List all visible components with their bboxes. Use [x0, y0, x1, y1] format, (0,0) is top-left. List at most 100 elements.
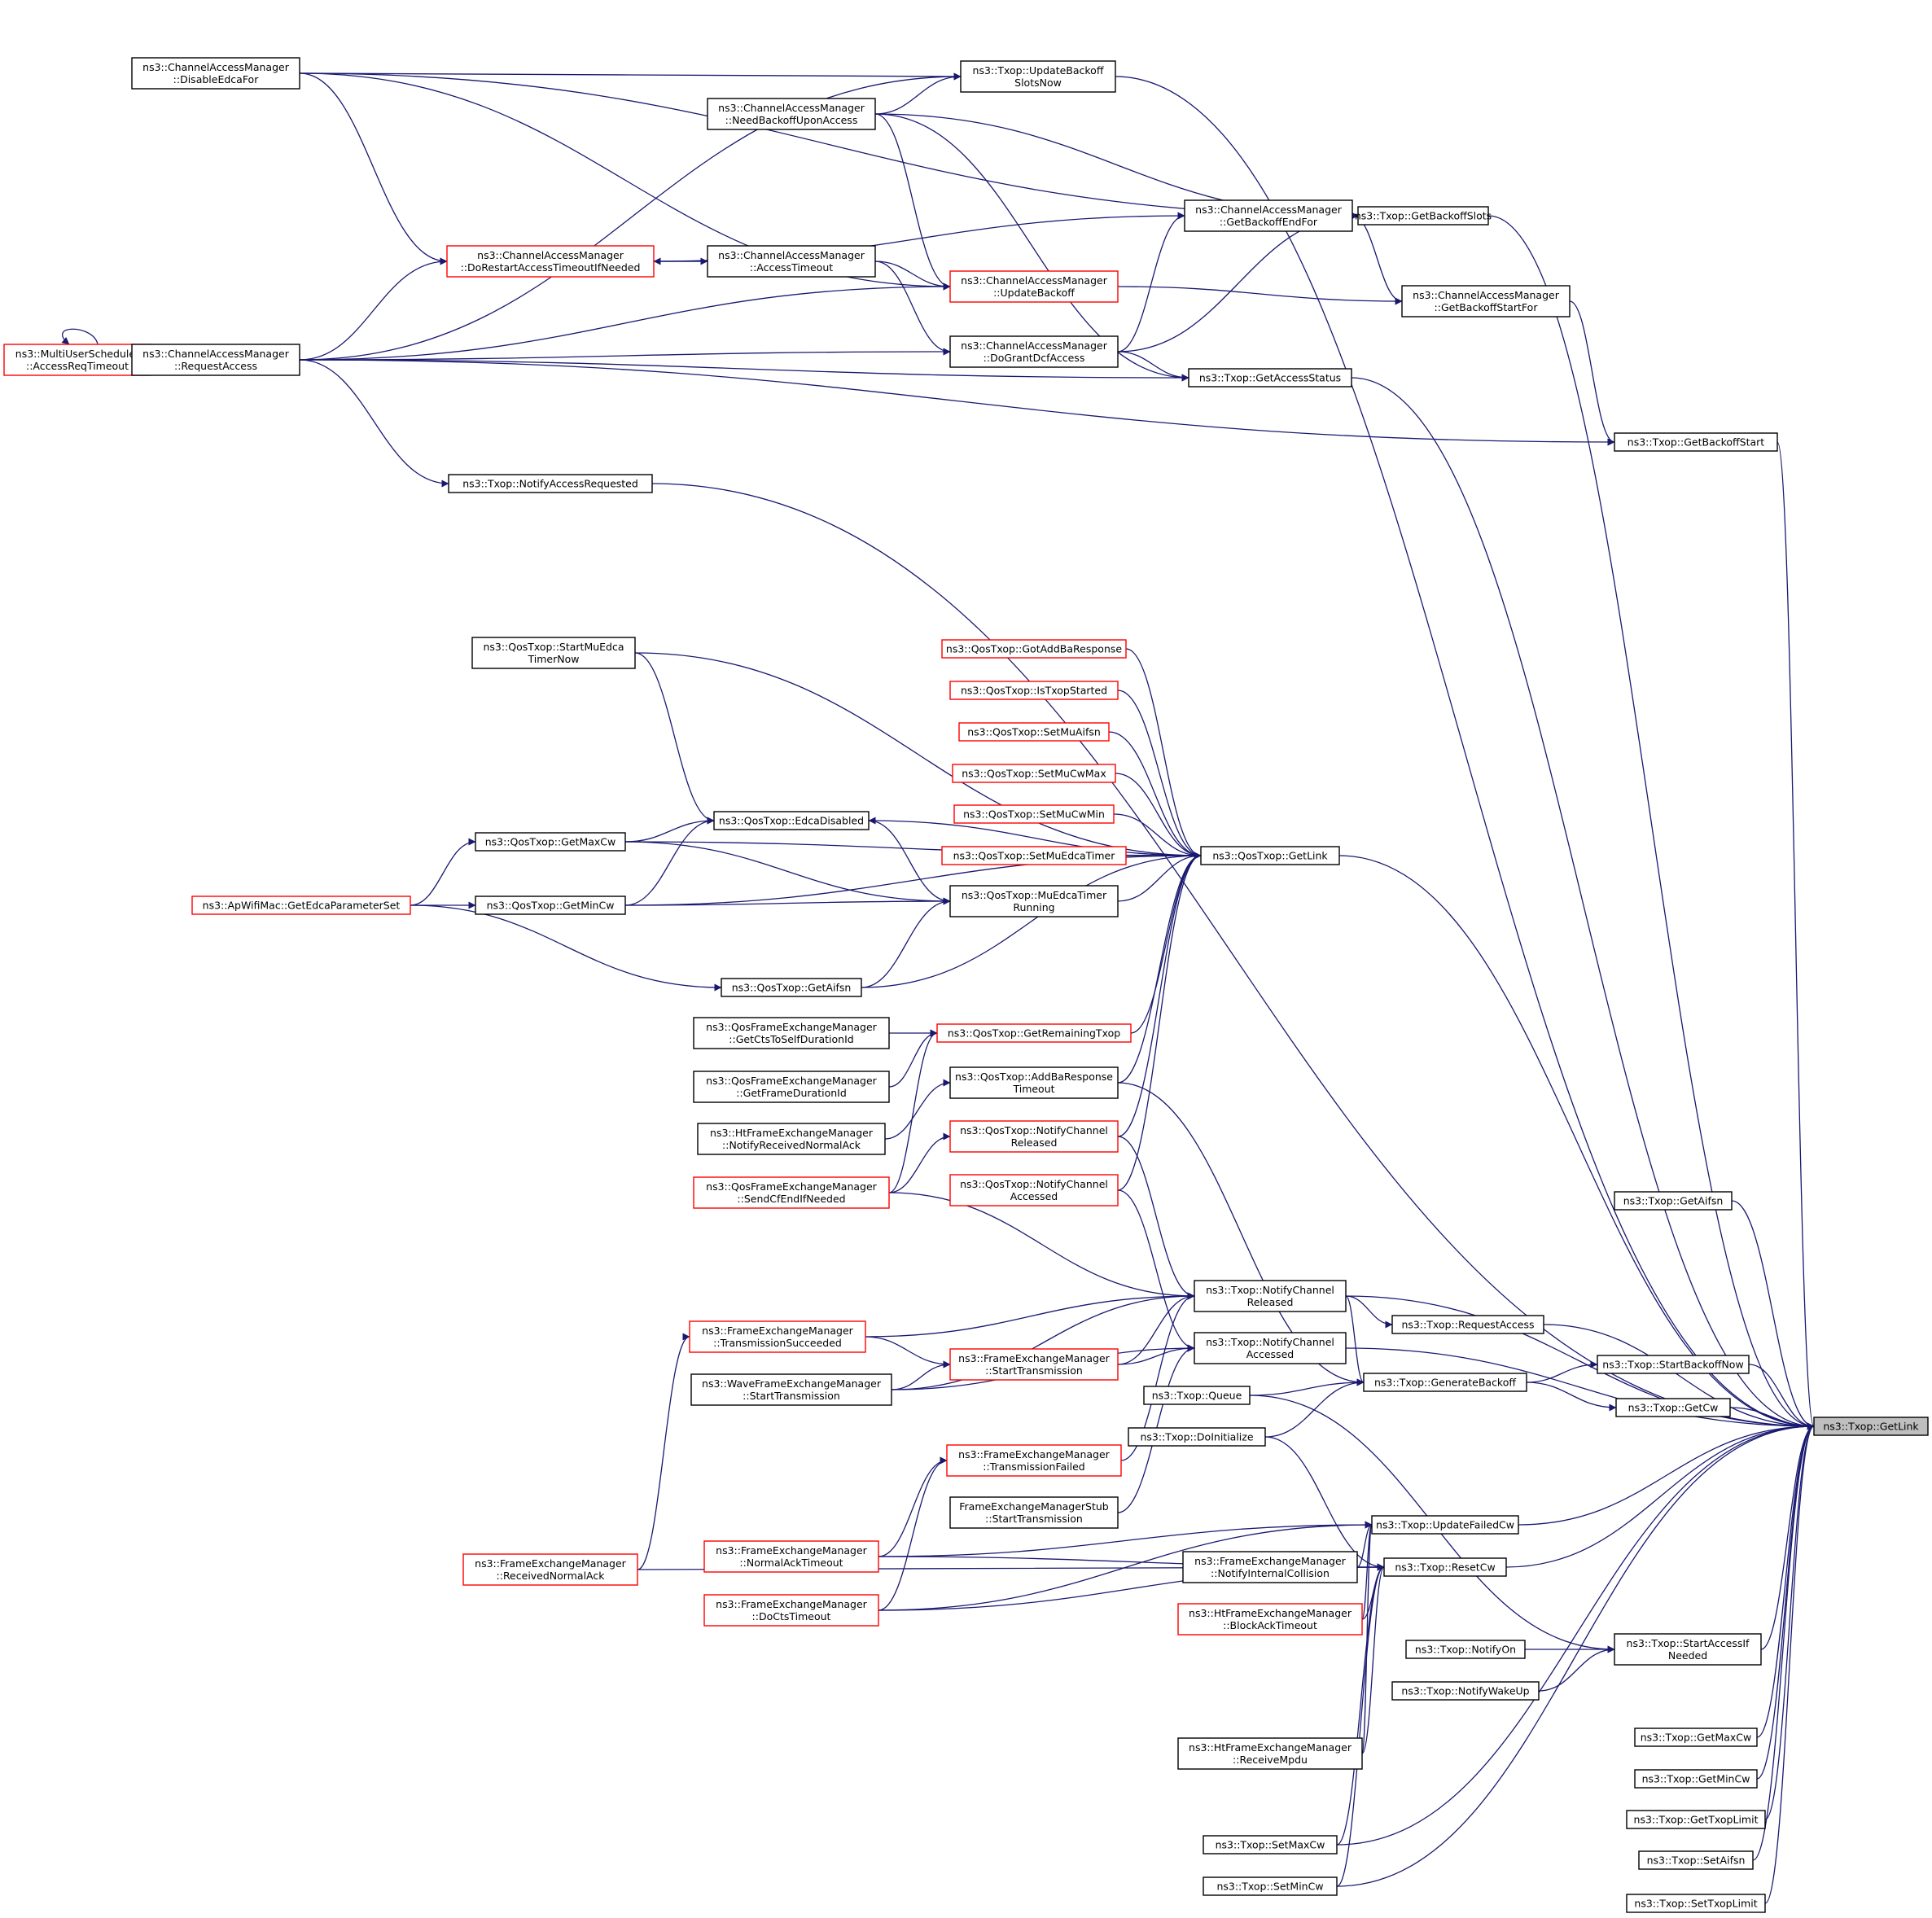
node-gbef[interactable]: ns3::ChannelAccessManager::GetBackoffEnd…	[1184, 199, 1353, 232]
node-trc[interactable]: ns3::Txop::ResetCw	[1383, 1557, 1507, 1577]
node-fts[interactable]: ns3::FrameExchangeManager::TransmissionS…	[689, 1320, 866, 1353]
node-gfd[interactable]: ns3::QosFrameExchangeManager::GetFrameDu…	[693, 1071, 890, 1103]
node-drat[interactable]: ns3::ChannelAccessManager::DoRestartAcce…	[446, 245, 655, 278]
node-label: ns3::Txop::GetLink	[1823, 1421, 1919, 1433]
node-apw[interactable]: ns3::ApWifiMac::GetEdcaParameterSet	[191, 896, 411, 915]
node-dis[interactable]: ns3::ChannelAccessManager::DisableEdcaFo…	[131, 57, 300, 90]
edge-qgl-to-tgl	[1338, 855, 1815, 1430]
node-tga[interactable]: ns3::Txop::GetAifsn	[1614, 1191, 1733, 1211]
node-tgmax[interactable]: ns3::Txop::GetMaxCw	[1634, 1728, 1758, 1747]
node-nbu[interactable]: ns3::ChannelAccessManager::NeedBackoffUp…	[707, 98, 876, 130]
node-qgmin[interactable]: ns3::QosTxop::GetMinCw	[475, 896, 626, 915]
node-ftf[interactable]: ns3::FrameExchangeManager::TransmissionF…	[946, 1444, 1122, 1477]
node-label: ns3::Txop::GetBackoffSlots	[1355, 210, 1492, 222]
node-qga[interactable]: ns3::QosTxop::GetAifsn	[721, 978, 862, 997]
node-tgmin[interactable]: ns3::Txop::GetMinCw	[1634, 1769, 1758, 1789]
node-label: ns3::Txop::GetMaxCw	[1641, 1732, 1752, 1744]
node-smcmax[interactable]: ns3::QosTxop::SetMuCwMax	[952, 764, 1116, 783]
node-smcmin[interactable]: ns3::QosTxop::SetMuCwMin	[953, 804, 1115, 824]
node-label: ns3::HtFrameExchangeManager	[710, 1127, 874, 1139]
node-scfe[interactable]: ns3::QosFrameExchangeManager::SendCfEndI…	[693, 1176, 890, 1209]
node-gbsf[interactable]: ns3::ChannelAccessManager::GetBackoffSta…	[1401, 285, 1571, 317]
node-ra[interactable]: ns3::ChannelAccessManager::RequestAccess	[131, 344, 300, 376]
node-label: Accessed	[1010, 1190, 1058, 1202]
node-fnic[interactable]: ns3::FrameExchangeManager::NotifyInterna…	[1182, 1551, 1358, 1583]
node-hrm[interactable]: ns3::HtFrameExchangeManager::ReceiveMpdu	[1177, 1737, 1363, 1770]
node-tgc[interactable]: ns3::Txop::GetCw	[1615, 1398, 1731, 1417]
edge-ra-to-gbst	[299, 359, 1615, 446]
node-tsmax[interactable]: ns3::Txop::SetMaxCw	[1203, 1835, 1338, 1855]
node-label: ns3::QosTxop::MuEdcaTimer	[962, 889, 1107, 901]
node-ed[interactable]: ns3::QosTxop::EdcaDisabled	[713, 811, 870, 830]
node-hbat[interactable]: ns3::HtFrameExchangeManager::BlockAckTim…	[1177, 1603, 1363, 1636]
node-tno[interactable]: ns3::Txop::NotifyOn	[1405, 1640, 1526, 1659]
node-hnrna[interactable]: ns3::HtFrameExchangeManager::NotifyRecei…	[697, 1123, 886, 1155]
node-dgdca[interactable]: ns3::ChannelAccessManager::DoGrantDcfAcc…	[949, 335, 1119, 368]
node-qgl[interactable]: ns3::QosTxop::GetLink	[1200, 846, 1340, 865]
node-sma[interactable]: ns3::QosTxop::SetMuAifsn	[958, 722, 1110, 742]
edge-ubn-to-tgl	[1115, 76, 1815, 1430]
node-label: ::BlockAckTimeout	[1223, 1619, 1317, 1631]
node-box	[1194, 1332, 1347, 1364]
edge-scfe-to-qncr	[888, 1132, 951, 1193]
node-gabr[interactable]: ns3::QosTxop::GotAddBaResponse	[941, 639, 1127, 659]
node-label: ns3::QosFrameExchangeManager	[706, 1021, 877, 1033]
node-tra[interactable]: ns3::Txop::RequestAccess	[1391, 1315, 1544, 1334]
node-fstub[interactable]: FrameExchangeManagerStub::StartTransmiss…	[949, 1496, 1119, 1529]
node-tsbn[interactable]: ns3::Txop::StartBackoffNow	[1597, 1355, 1750, 1374]
node-its[interactable]: ns3::QosTxop::IsTxopStarted	[949, 681, 1119, 700]
node-mus[interactable]: ns3::MultiUserScheduler::AccessReqTimeou…	[3, 344, 151, 376]
node-gas[interactable]: ns3::Txop::GetAccessStatus	[1188, 368, 1352, 388]
edge-qnca-to-tnca	[1117, 1189, 1195, 1352]
node-nar[interactable]: ns3::Txop::NotifyAccessRequested	[448, 474, 653, 493]
edge-tncr-to-tgb	[1345, 1295, 1365, 1386]
edge-smcmin-to-qgl	[1113, 813, 1202, 860]
node-tgtl[interactable]: ns3::Txop::GetTxopLimit	[1626, 1810, 1766, 1829]
node-gbs[interactable]: ns3::Txop::GetBackoffSlots	[1355, 206, 1492, 226]
node-qgmax[interactable]: ns3::QosTxop::GetMaxCw	[475, 832, 626, 852]
node-tsa[interactable]: ns3::Txop::SetAifsn	[1638, 1850, 1754, 1870]
edge-ra-to-nar	[299, 359, 449, 488]
node-label: ns3::Txop::StartBackoffNow	[1602, 1359, 1743, 1371]
node-tsmin[interactable]: ns3::Txop::SetMinCw	[1203, 1876, 1338, 1896]
edge-ftf-to-tncr	[1120, 1292, 1195, 1461]
node-box	[1128, 1427, 1266, 1447]
node-label: ::UpdateBackoff	[993, 287, 1075, 299]
edge-dis-to-ubn	[299, 72, 962, 81]
node-tstl[interactable]: ns3::Txop::SetTxopLimit	[1626, 1894, 1766, 1913]
edge-tsmax-to-tgl	[1336, 1422, 1815, 1846]
node-grt[interactable]: ns3::QosTxop::GetRemainingTxop	[936, 1023, 1132, 1043]
node-smet2[interactable]: ns3::QosTxop::SetMuEdcaTimer	[941, 846, 1127, 865]
node-gbst[interactable]: ns3::Txop::GetBackoffStart	[1614, 432, 1778, 452]
node-fdct[interactable]: ns3::FrameExchangeManager::DoCtsTimeout	[703, 1594, 879, 1627]
node-label: ::GetBackoffStartFor	[1435, 301, 1539, 313]
node-tdi[interactable]: ns3::Txop::DoInitialize	[1128, 1427, 1266, 1447]
node-tufc[interactable]: ns3::Txop::UpdateFailedCw	[1371, 1515, 1519, 1535]
node-tnw[interactable]: ns3::Txop::NotifyWakeUp	[1391, 1681, 1540, 1701]
node-frna[interactable]: ns3::FrameExchangeManager::ReceivedNorma…	[462, 1553, 638, 1586]
node-at[interactable]: ns3::ChannelAccessManager::AccessTimeout	[707, 245, 876, 278]
node-fnat[interactable]: ns3::FrameExchangeManager::NormalAckTime…	[703, 1540, 879, 1573]
node-tq[interactable]: ns3::Txop::Queue	[1143, 1386, 1251, 1405]
edge-fnat-to-tufc	[878, 1521, 1373, 1557]
node-gctsd[interactable]: ns3::QosFrameExchangeManager::GetCtsToSe…	[693, 1017, 890, 1049]
edge-gbst-to-tgl	[1776, 441, 1815, 1430]
node-ub[interactable]: ns3::ChannelAccessManager::UpdateBackoff	[949, 270, 1119, 303]
node-wst[interactable]: ns3::WaveFrameExchangeManager::StartTran…	[690, 1373, 892, 1406]
node-fst[interactable]: ns3::FrameExchangeManager::StartTransmis…	[949, 1348, 1119, 1381]
node-box	[475, 832, 626, 852]
edge-frna-to-fts	[637, 1333, 690, 1570]
edge-nbu-to-ubn	[874, 72, 962, 115]
node-tgl[interactable]: ns3::Txop::GetLink	[1813, 1417, 1929, 1436]
node-label: ::StartTransmission	[743, 1390, 840, 1402]
node-tgb[interactable]: ns3::Txop::GenerateBackoff	[1363, 1373, 1527, 1392]
